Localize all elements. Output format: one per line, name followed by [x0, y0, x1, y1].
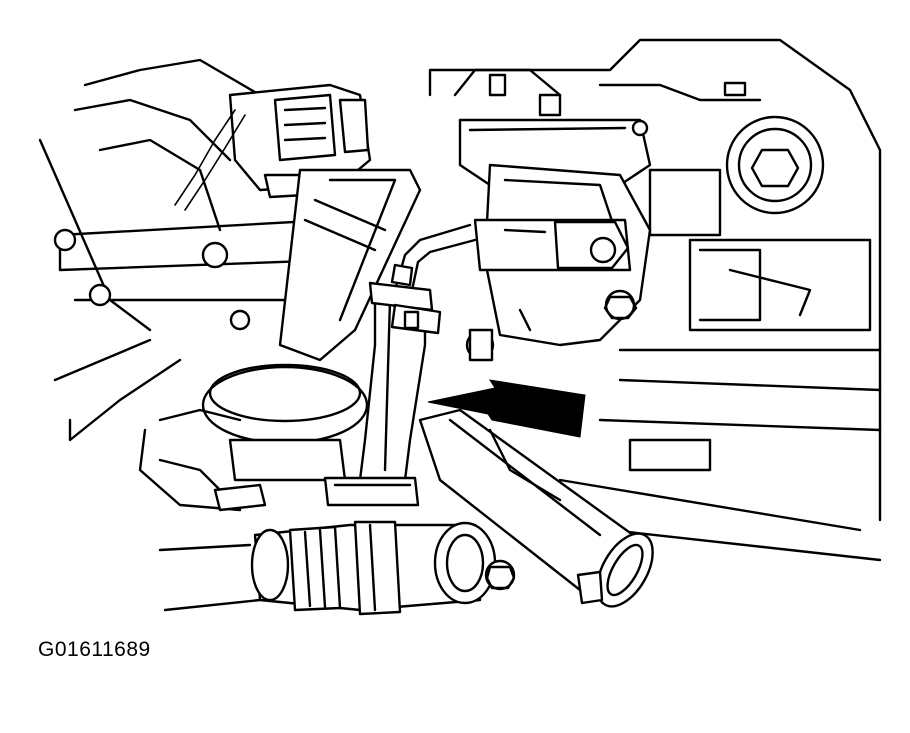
coolant-hose-icon: [323, 281, 434, 507]
hex-bolt-icon: [725, 115, 825, 215]
vacuum-line: [390, 223, 477, 302]
outlet-tube: [418, 408, 654, 608]
upper-housing: [453, 68, 652, 362]
valve-housing-icon: [138, 168, 422, 512]
electrical-connector-icon: [174, 83, 372, 211]
hose-clamp-icon: [390, 303, 442, 335]
figure-id-label: G01611689: [38, 638, 151, 661]
lower-coolant-hose: [158, 520, 497, 616]
pointer-arrow-icon: [427, 379, 586, 438]
